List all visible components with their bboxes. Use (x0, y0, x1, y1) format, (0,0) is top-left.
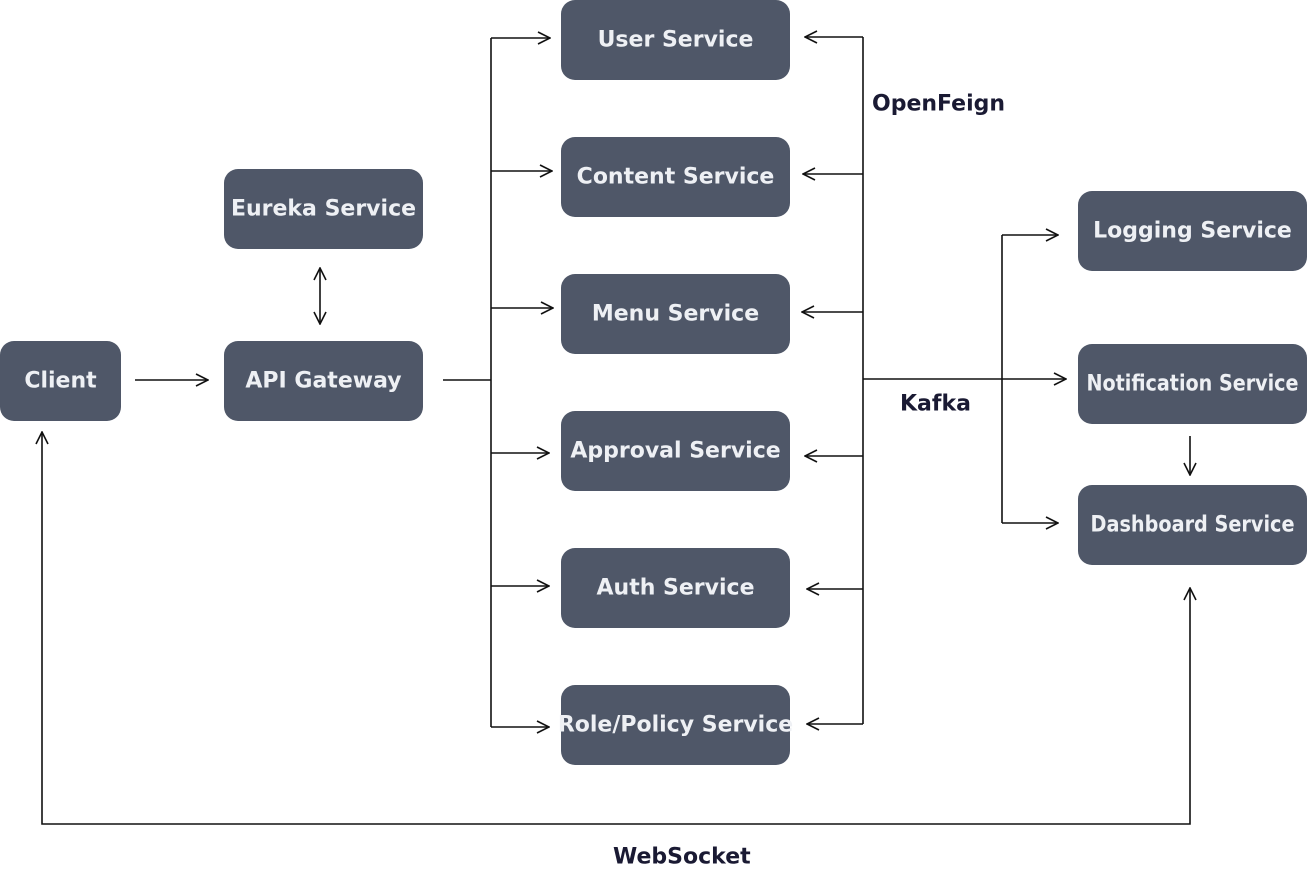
node-content-service-label: Content Service (577, 165, 775, 190)
edge-labels: OpenFeign Kafka WebSocket (613, 92, 1005, 869)
nodes: Client Eureka Service API Gateway User S… (0, 0, 1307, 765)
node-dashboard-service: Dashboard Service (1078, 485, 1307, 565)
edges (42, 37, 1190, 825)
node-auth-service: Auth Service (561, 548, 790, 628)
node-notification-service-label: Notification Service (1087, 372, 1299, 397)
node-eureka-service: Eureka Service (224, 169, 423, 249)
node-auth-service-label: Auth Service (597, 576, 755, 601)
node-client: Client (0, 341, 121, 421)
gateway-fanout (443, 38, 553, 727)
node-menu-service: Menu Service (561, 274, 790, 354)
node-client-label: Client (24, 369, 97, 394)
label-websocket: WebSocket (613, 845, 751, 869)
openfeign-bus (802, 37, 864, 724)
node-user-service-label: User Service (598, 28, 754, 53)
node-dashboard-service-label: Dashboard Service (1091, 513, 1295, 538)
node-approval-service-label: Approval Service (570, 439, 780, 464)
kafka-fanout (863, 235, 1066, 523)
node-user-service: User Service (561, 0, 790, 80)
label-kafka: Kafka (900, 392, 971, 417)
node-notification-service: Notification Service (1078, 344, 1307, 424)
node-role-policy-service-label: Role/Policy Service (558, 713, 793, 738)
node-menu-service-label: Menu Service (592, 302, 759, 327)
edge-websocket-loop (42, 432, 1190, 825)
node-api-gateway: API Gateway (224, 341, 423, 421)
node-eureka-service-label: Eureka Service (231, 197, 416, 222)
node-role-policy-service: Role/Policy Service (558, 685, 793, 765)
node-logging-service-label: Logging Service (1093, 219, 1292, 244)
node-content-service: Content Service (561, 137, 790, 217)
node-approval-service: Approval Service (561, 411, 790, 491)
node-api-gateway-label: API Gateway (245, 369, 401, 394)
label-openfeign: OpenFeign (872, 92, 1005, 117)
node-logging-service: Logging Service (1078, 191, 1307, 271)
